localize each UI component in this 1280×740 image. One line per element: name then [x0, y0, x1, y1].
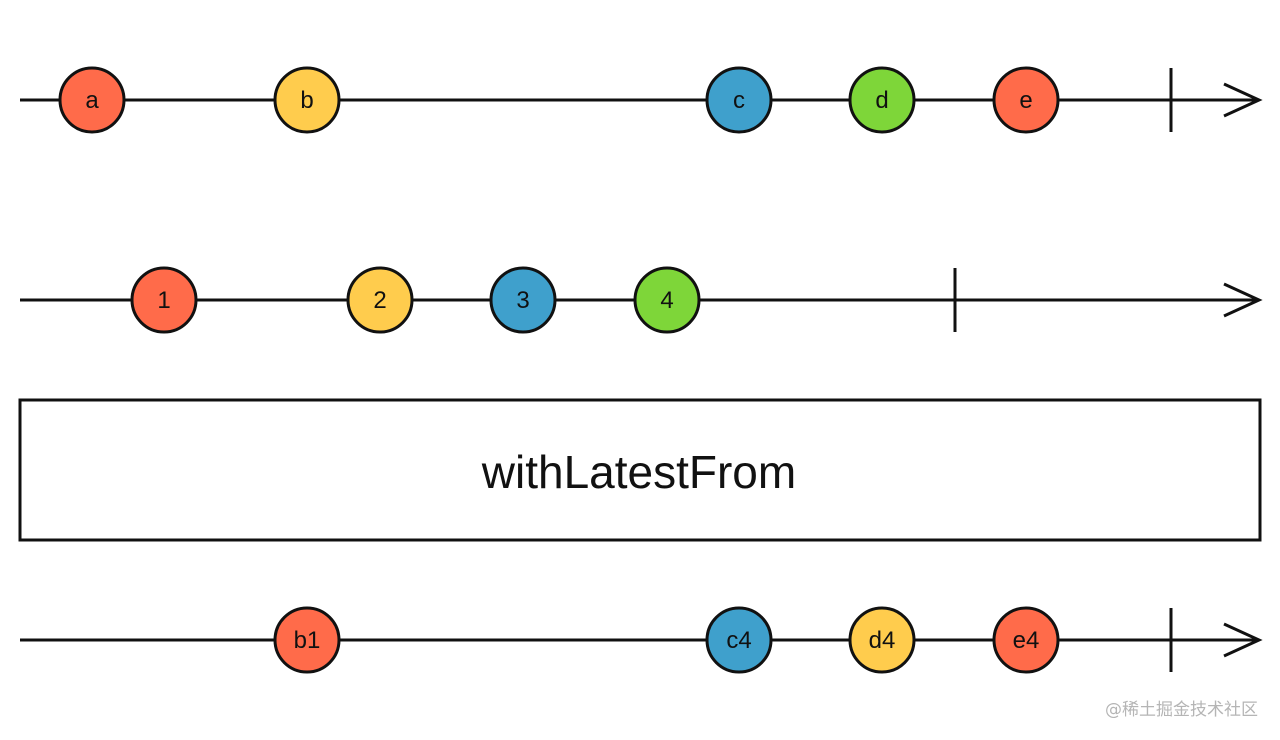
stream-source-a: a b c d e	[20, 66, 1263, 134]
marble-label: 1	[157, 287, 170, 314]
marble-c4: c4	[705, 606, 773, 674]
marble-label: e	[1019, 87, 1032, 114]
marble-e4: e4	[992, 606, 1060, 674]
marble-label: 2	[373, 287, 386, 314]
stream-output: b1 c4 d4 e4	[20, 606, 1263, 674]
marble-circle	[489, 266, 557, 334]
marble-4: 4	[633, 266, 701, 334]
marble-label: a	[85, 87, 99, 114]
watermark: @稀土掘金技术社区	[1105, 700, 1258, 720]
marble-circle	[633, 266, 701, 334]
marble-circle	[705, 606, 773, 674]
marble-3: 3	[489, 266, 557, 334]
marble-circle	[992, 606, 1060, 674]
marble-label: e4	[1013, 627, 1040, 654]
marble-circle	[346, 266, 414, 334]
marble-label: 4	[660, 287, 673, 314]
stream-source-b: 1 2 3 4	[20, 266, 1263, 334]
marble-circle	[58, 66, 126, 134]
timeline-arrow-icon	[1223, 82, 1263, 118]
marble-b1: b1	[273, 606, 341, 674]
marble-label: d	[875, 87, 888, 114]
marble-label: 3	[516, 287, 529, 314]
operator-box: withLatestFrom	[18, 398, 1262, 542]
marble-circle	[848, 606, 916, 674]
timeline-arrow-icon	[1223, 282, 1263, 318]
streams-layer: a b c d e 1 2 3 4 b1 c4 d4 e4	[20, 66, 1263, 674]
marble-b: b	[273, 66, 341, 134]
marble-e: e	[992, 66, 1060, 134]
operator-label: withLatestFrom	[481, 446, 796, 498]
marble-circle	[705, 66, 773, 134]
marble-d: d	[848, 66, 916, 134]
marble-label: d4	[869, 627, 896, 654]
marble-circle	[992, 66, 1060, 134]
marble-label: b	[300, 87, 313, 114]
marble-circle	[273, 606, 341, 674]
marble-2: 2	[346, 266, 414, 334]
marble-label: b1	[294, 627, 321, 654]
marble-1: 1	[130, 266, 198, 334]
timeline-arrow-icon	[1223, 622, 1263, 658]
marble-label: c	[733, 87, 745, 114]
marble-circle	[130, 266, 198, 334]
marble-label: c4	[726, 627, 751, 654]
operator-box-frame	[18, 398, 1262, 542]
marble-circle	[848, 66, 916, 134]
marble-circle	[273, 66, 341, 134]
marble-d4: d4	[848, 606, 916, 674]
marble-c: c	[705, 66, 773, 134]
marble-a: a	[58, 66, 126, 134]
